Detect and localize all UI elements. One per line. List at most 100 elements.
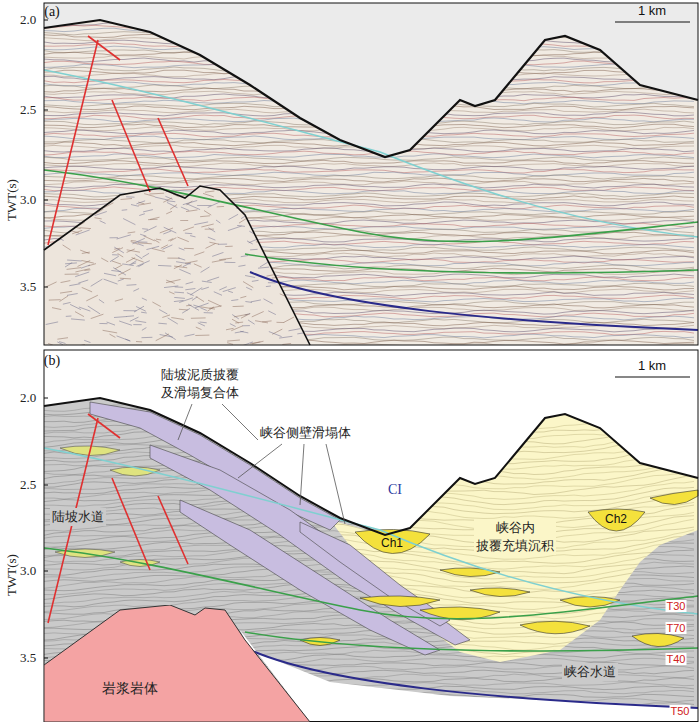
chaotic-reflector [246,287,252,290]
chaotic-reflector [282,189,295,193]
seismic-reflector [44,25,694,29]
chaotic-reflector [185,233,192,235]
chaotic-reflector [77,204,88,206]
chaotic-reflector [84,183,97,186]
channel-lens [440,568,500,577]
seismic-reflector [44,130,694,134]
chaotic-reflector [113,268,126,275]
seismic-reflector [44,106,694,110]
chaotic-reflector [268,282,276,283]
chaotic-reflector [131,205,139,207]
chaotic-reflector [304,207,313,210]
chaotic-reflector [309,280,314,281]
chaotic-reflector [167,202,178,207]
channel-lens [588,509,645,531]
seismic-reflector [44,473,694,494]
chaotic-reflector [280,253,290,259]
chaotic-reflector [133,289,139,292]
chaotic-reflector [101,258,108,262]
chaotic-reflector [263,204,277,207]
chaotic-reflector [302,279,310,281]
seismic-reflector [44,118,694,122]
chaotic-reflector [168,318,178,324]
water-column [44,3,698,157]
seismic-reflector [44,97,694,101]
horizon-label: T70 [666,622,687,634]
chaotic-reflector [219,287,227,290]
seismic-reflector [44,112,694,116]
chaotic-reflector [274,236,283,241]
chaotic-reflector [282,343,291,344]
chaotic-reflector [168,239,173,241]
chaotic-reflector [194,222,208,225]
chaotic-reflector [157,183,166,186]
reflector-group [44,16,694,349]
panel-ground [44,3,698,345]
scale-bar [615,21,690,22]
horizon-label: T30 [666,600,687,612]
chaotic-reflector [284,317,295,323]
axis-tick-label: 2.0 [20,12,36,28]
chaotic-reflector [52,308,61,310]
seismic-reflector [44,136,694,140]
seismic-reflector [44,145,694,149]
chaotic-reflector [64,224,73,226]
chaotic-reflector [184,248,194,249]
chaotic-reflector [150,217,160,219]
chaotic-reflector [60,220,73,225]
chaotic-reflector [71,188,78,191]
chaotic-reflector [179,248,185,250]
chaotic-reflector [138,203,151,205]
chaotic-reflector [288,207,293,209]
chaotic-reflector [158,265,171,267]
chaotic-reflector [223,288,236,292]
chaotic-reflector [233,306,244,308]
chaotic-reflector [115,265,123,269]
chaotic-reflector [277,322,285,323]
chaotic-reflector [196,296,204,301]
chaotic-reflector [182,309,190,314]
chaotic-reflector [142,253,149,257]
chaotic-reflector [142,337,153,338]
chaotic-reflector [112,248,123,253]
chaotic-reflector [188,304,199,310]
axis-tick-label: 2.0 [20,390,36,406]
chaotic-reflector [146,246,159,249]
chaotic-reflector [166,211,172,214]
chaotic-reflector [208,300,221,306]
seismic-reflector [44,181,694,185]
seismic-reflector [44,157,694,161]
chaotic-reflector [278,267,286,271]
chaotic-reflector [99,299,104,303]
horizon-line [245,632,698,651]
chaotic-reflector [269,332,282,337]
seismic-reflector [44,16,694,20]
chaotic-reflector [66,188,74,192]
chaotic-reflector [201,287,209,289]
chaotic-reflector [81,260,93,263]
horizon-line [250,272,698,330]
chaotic-reflector [278,260,283,262]
unit-label: 峡谷水道 [562,663,618,681]
chaotic-reflector [235,322,243,324]
chaotic-reflector [137,261,150,267]
chaotic-reflector [122,209,128,211]
chaotic-reflector [258,267,269,268]
chaotic-reflector [60,291,72,293]
chaotic-reflector [200,322,207,324]
chaotic-reflector [126,258,135,263]
chaotic-reflector [165,333,176,340]
chaotic-reflector [190,236,195,237]
chaotic-reflector [83,203,92,204]
chaotic-reflector [193,305,200,307]
chaotic-reflector [112,254,118,255]
seismic-reflector [44,103,694,107]
chaotic-reflector [66,345,73,349]
chaotic-reflector [295,210,309,214]
chaotic-reflector [235,331,244,333]
chaotic-reflector [302,224,314,226]
chaotic-reflector [241,314,250,319]
leader-line [238,444,282,478]
tick [44,110,48,111]
